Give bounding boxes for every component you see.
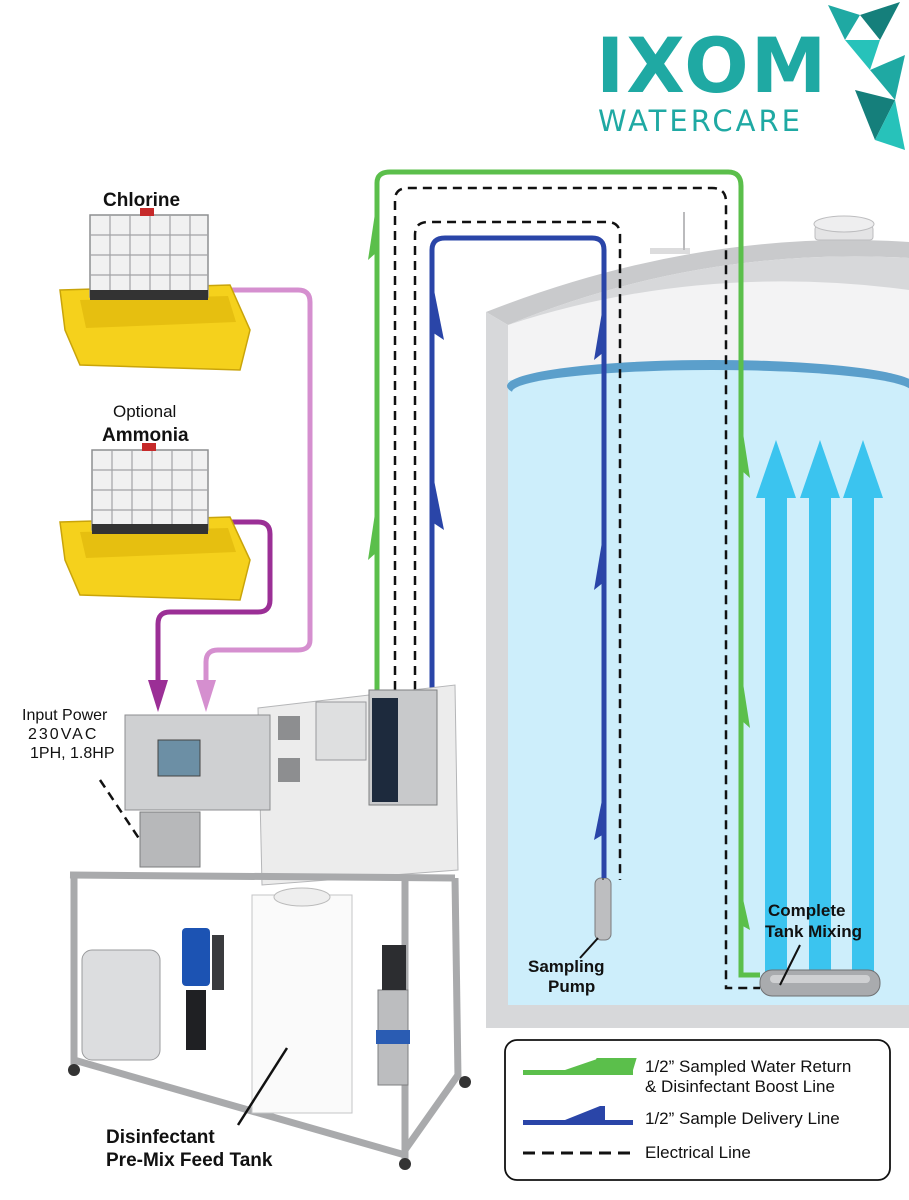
mixing-line1: Complete xyxy=(768,901,846,920)
ammonia-tote xyxy=(59,443,251,601)
chlorine-tote xyxy=(59,208,251,371)
mixing-arrows xyxy=(756,440,883,985)
delivery-line xyxy=(429,235,607,878)
legend-box xyxy=(504,1039,891,1181)
legend-green-swatch xyxy=(523,1070,633,1075)
storage-tank xyxy=(486,212,909,1028)
return-line xyxy=(374,169,760,978)
ammonia-line xyxy=(155,519,273,690)
input-power-line2: 230VAC xyxy=(28,726,99,743)
mixing-pointer xyxy=(779,944,801,986)
chlorine-line xyxy=(203,287,313,690)
input-power-line3: 1PH, 1.8HP xyxy=(30,745,115,762)
sampling-pump-line2: Pump xyxy=(548,977,596,996)
ixom-logo-mark xyxy=(828,2,905,150)
return-line-arrows xyxy=(368,200,750,930)
legend-electrical: Electrical Line xyxy=(645,1143,751,1162)
sampling-pump-line1: Sampling xyxy=(528,957,605,976)
chlorine-arrowhead xyxy=(196,680,216,712)
ammonia-arrowhead xyxy=(148,680,168,712)
legend-return-line1: 1/2” Sampled Water Return xyxy=(645,1057,852,1076)
feed-tank-line2: Pre-Mix Feed Tank xyxy=(106,1150,273,1171)
legend-delivery: 1/2” Sample Delivery Line xyxy=(645,1109,840,1128)
sampling-pump-pointer xyxy=(579,937,599,959)
legend-return-line2: & Disinfectant Boost Line xyxy=(645,1077,835,1096)
legend-blue-swatch xyxy=(523,1120,633,1125)
treatment-skid xyxy=(68,684,471,1170)
feed-tank-line1: Disinfectant xyxy=(106,1127,215,1148)
delivery-line-arrows xyxy=(432,280,604,840)
electrical-lines xyxy=(98,186,760,990)
mixing-line2: Tank Mixing xyxy=(765,922,862,941)
feed-tank-pointer xyxy=(236,1047,289,1126)
legend-green-arrowhead xyxy=(565,1058,605,1070)
ammonia-label: Ammonia xyxy=(102,425,189,446)
legend-blue-arrowhead xyxy=(565,1106,605,1120)
chlorine-label: Chlorine xyxy=(103,190,181,211)
tank-mixer-unit xyxy=(759,969,881,997)
optional-label: Optional xyxy=(113,402,177,421)
input-power-line1: Input Power xyxy=(22,707,108,724)
brand-tagline: WATERCARE xyxy=(598,104,803,138)
brand-name: IXOM xyxy=(596,21,829,110)
